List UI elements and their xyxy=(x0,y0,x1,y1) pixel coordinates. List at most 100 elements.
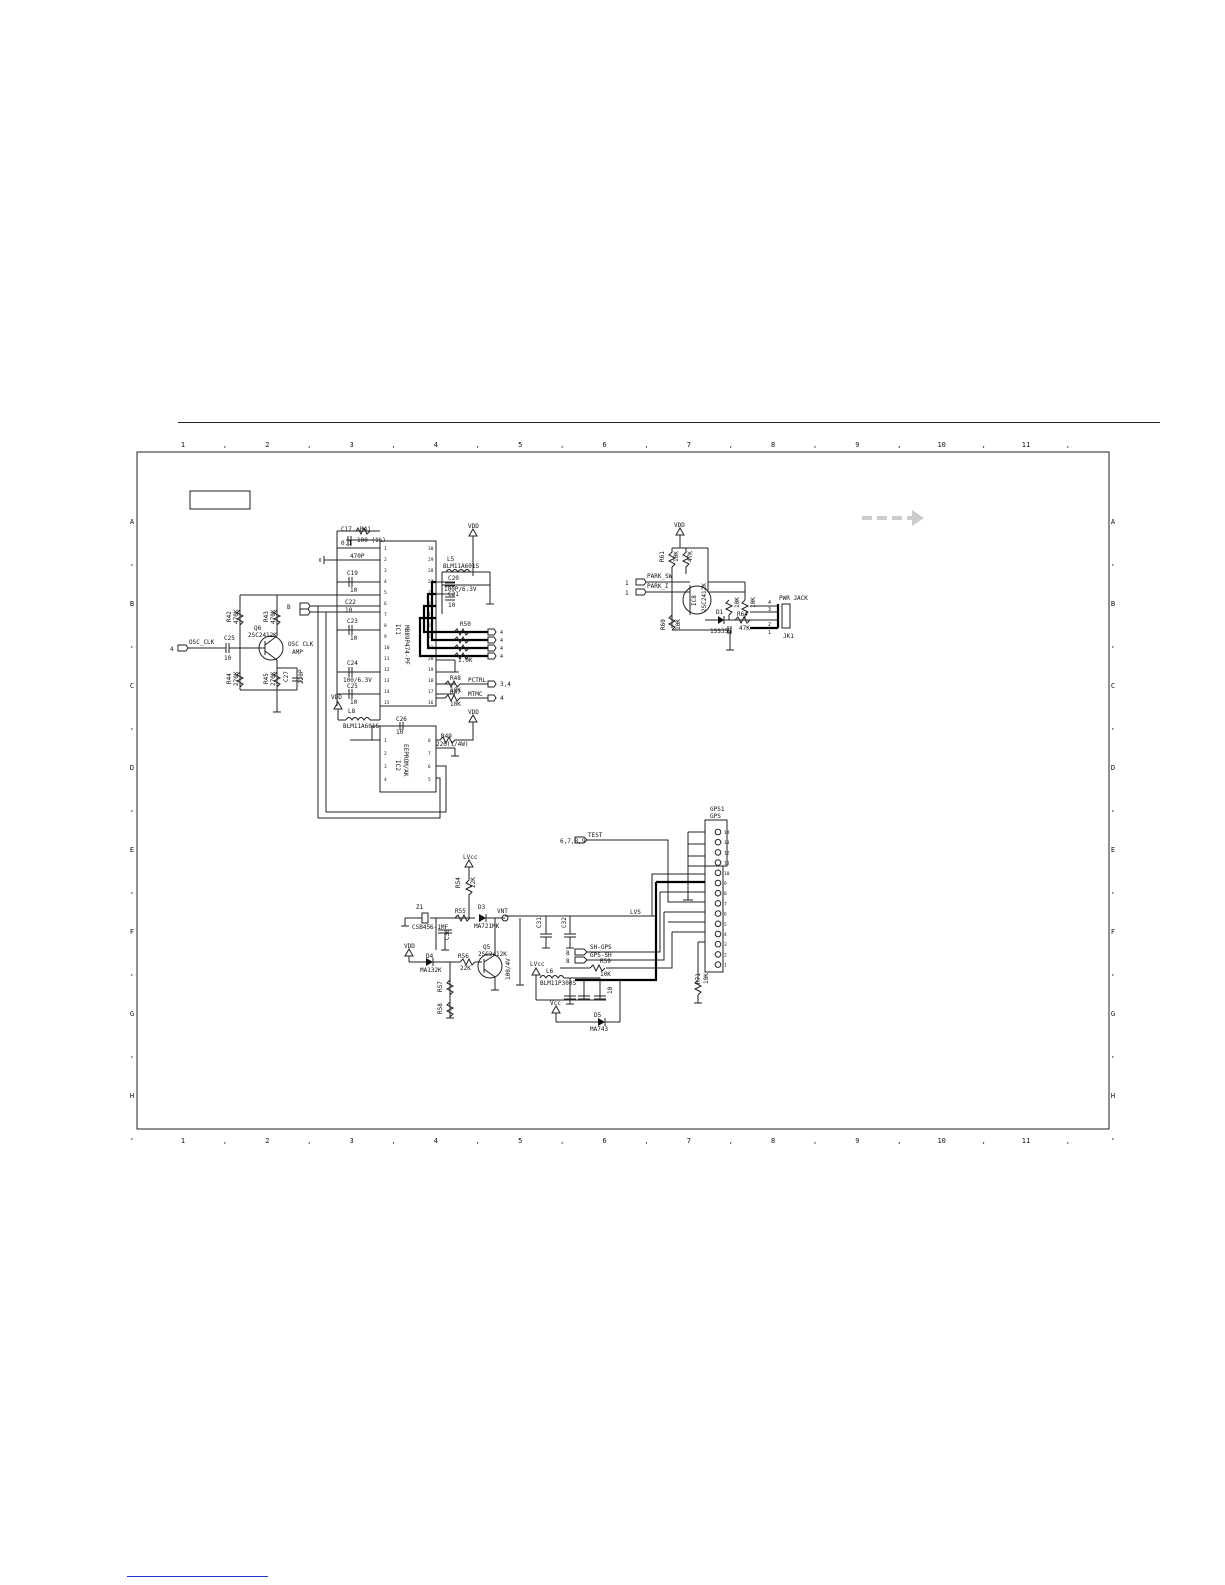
gps-pin-circle xyxy=(714,920,722,928)
l8-ref: L8 xyxy=(348,708,356,715)
r55-ref: R55 xyxy=(455,908,466,915)
col-tick-bottom: , xyxy=(223,1137,227,1145)
vdd-c-label: VDD xyxy=(674,522,685,529)
ic1-pin-25: 25 xyxy=(428,601,434,607)
row-tick-right: , xyxy=(1111,641,1115,649)
jk1-label: JK1 xyxy=(783,633,794,640)
ic1-pin-23: 23 xyxy=(428,623,434,629)
jack-pin-3: 3 xyxy=(768,607,771,613)
col-tick-top: , xyxy=(644,441,648,449)
d3-part: MA721MK xyxy=(474,923,500,930)
row-label-right-F: F xyxy=(1111,928,1115,936)
bus-conn-d: 4 xyxy=(500,654,503,660)
col-tick-top: , xyxy=(476,441,480,449)
r44-ref: R44 xyxy=(226,673,233,684)
footer-link-underline[interactable] xyxy=(127,1576,268,1577)
gps-pin-6: 6 xyxy=(724,912,727,918)
park-sw-num: 1 xyxy=(625,580,629,587)
sh-gps-num: 8 xyxy=(566,950,570,957)
ic1-pin-9: 9 xyxy=(384,634,387,640)
c27-ref: C27 xyxy=(283,671,290,682)
ic1-pin-29: 29 xyxy=(428,557,434,563)
gps-conn-nums: 6,7,8,9 xyxy=(560,838,586,845)
col-label-top-8: 8 xyxy=(771,441,775,449)
row-tick-left: , xyxy=(130,559,134,567)
ic2-pin-4: 4 xyxy=(384,777,387,783)
gps-pin-circle xyxy=(714,869,722,877)
ic2-part: EEPROM/AK xyxy=(402,744,409,777)
r64-val: 47K xyxy=(739,625,750,632)
ic1-pin-10: 10 xyxy=(384,645,390,651)
gps-pin-11: 11 xyxy=(724,861,730,867)
ic2-ref: IC2 xyxy=(394,760,401,771)
col-tick-bottom: , xyxy=(644,1137,648,1145)
col-label-top-1: 1 xyxy=(181,441,185,449)
d3-ref: D3 xyxy=(478,904,486,911)
r62-val: 47K xyxy=(687,551,694,562)
row-label-right-C: C xyxy=(1111,682,1115,690)
ic1-pin-24: 24 xyxy=(428,612,434,618)
r65-val: 10K xyxy=(750,597,757,608)
gps-wires xyxy=(574,831,705,1004)
row-label-left-B: B xyxy=(130,600,134,608)
c36-val: 100/4V xyxy=(505,958,512,980)
col-label-bottom-7: 7 xyxy=(687,1137,691,1145)
c21-val: 10 xyxy=(448,602,456,609)
l5-c20-c21 xyxy=(441,527,494,614)
row-tick-right: , xyxy=(1111,887,1115,895)
col-tick-bottom: , xyxy=(897,1137,901,1145)
vdd-l8 xyxy=(333,700,381,721)
mtmc-conn: 4 xyxy=(500,695,504,702)
r41-ref: R41 xyxy=(360,526,371,533)
ic1-pin-16: 16 xyxy=(428,700,434,706)
d4-ref: D4 xyxy=(426,953,434,960)
d4-q5 xyxy=(404,918,503,1019)
bus-conn-b: 4 xyxy=(500,638,503,644)
ic1-pin-8: 8 xyxy=(384,623,387,629)
row-tick-left: , xyxy=(130,887,134,895)
ic1-pin-1: 1 xyxy=(384,546,387,552)
gps-header-body xyxy=(704,865,724,973)
c24-val: 100/6.3V xyxy=(343,677,372,684)
row-label-left-D: D xyxy=(130,764,134,772)
gps-pin-circle xyxy=(714,849,722,856)
bus-conn-a: 4 xyxy=(500,630,503,636)
gps-label: GPS xyxy=(710,813,721,820)
mtmc-label: MTMC xyxy=(468,691,483,698)
gps-pin-7: 7 xyxy=(724,901,727,907)
col-tick-top: , xyxy=(897,441,901,449)
gps-pin-circle xyxy=(714,828,722,836)
col-tick-bottom: , xyxy=(729,1137,733,1145)
c17-ref: C17 xyxy=(341,526,352,533)
q6-bias-resistors xyxy=(235,609,302,713)
l5-part: BLM11A601S xyxy=(443,563,480,570)
sh-gps xyxy=(531,948,621,1026)
col-label-top-6: 6 xyxy=(602,441,606,449)
r63-val: 10K xyxy=(734,597,741,608)
col-tick-bottom: , xyxy=(982,1137,986,1145)
ic1-ref-label: IC1 xyxy=(394,624,401,635)
bus-conn-c: 4 xyxy=(500,646,503,652)
row-label-right-H: H xyxy=(1111,1092,1115,1100)
lvs-label: LVS xyxy=(630,909,641,916)
row-label-right-G: G xyxy=(1111,1010,1115,1018)
lvcc-d3 xyxy=(430,858,524,986)
gps-pin-circle xyxy=(714,910,722,917)
r60-val: 10K xyxy=(675,619,682,630)
row-tick-left: , xyxy=(130,641,134,649)
r58-ref: R58 xyxy=(437,1003,444,1014)
row-label-right-D: D xyxy=(1111,764,1115,772)
r47-val: 10K xyxy=(450,701,461,708)
col-label-top-11: 11 xyxy=(1022,441,1030,449)
r48-r47 xyxy=(436,659,497,703)
gps-pin-circle xyxy=(714,879,722,887)
c25-cap-ref: C25 xyxy=(224,635,235,642)
gps-pin-4: 4 xyxy=(724,932,727,938)
ic1-pin-2: 2 xyxy=(384,557,387,563)
vdd-e-label: VDD xyxy=(404,943,415,950)
jack-pin-4: 4 xyxy=(768,600,771,606)
row-label-right-B: B xyxy=(1111,600,1115,608)
q5-ref: Q5 xyxy=(483,944,491,951)
park-circuit xyxy=(635,526,791,651)
